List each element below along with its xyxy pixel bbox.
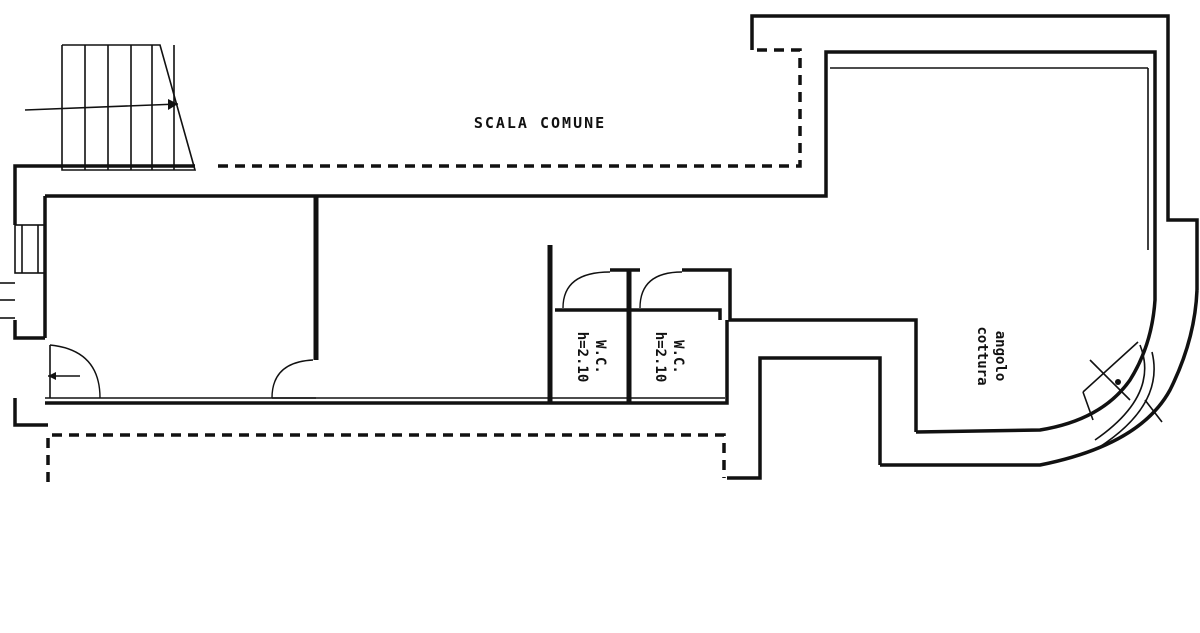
window-curved-2 bbox=[1097, 351, 1155, 449]
wc2-door bbox=[639, 271, 683, 309]
common-area-boundary-top bbox=[218, 48, 802, 168]
corner-label-line1: angolo bbox=[992, 331, 1008, 382]
curved-corner-wall bbox=[915, 240, 1157, 434]
room-door bbox=[271, 359, 316, 399]
corridor-wall-top bbox=[45, 50, 1157, 240]
wc2-name: W.C. bbox=[670, 340, 686, 374]
kitchen-outer-step bbox=[727, 356, 882, 480]
entrance-door bbox=[48, 344, 101, 399]
wc2-height: h=2.10 bbox=[652, 332, 668, 383]
outer-wall-lower-left bbox=[13, 320, 45, 340]
wc1-name: W.C. bbox=[592, 340, 608, 374]
wc1-height: h=2.10 bbox=[574, 332, 590, 383]
stair-label: SCALA COMUNE bbox=[474, 114, 606, 132]
left-window bbox=[14, 224, 46, 274]
common-area-boundary-bottom bbox=[46, 433, 726, 482]
wc1-door bbox=[562, 271, 611, 309]
top-right-wall bbox=[750, 14, 1199, 290]
staircase bbox=[24, 44, 197, 171]
kitchen-inner-wall bbox=[682, 268, 918, 432]
wc-wall-top-2 bbox=[555, 308, 722, 320]
outer-wall-bottom-left bbox=[13, 398, 48, 427]
corner-label-line2: cottura bbox=[974, 326, 990, 385]
outer-wall-top bbox=[13, 164, 195, 225]
window-curved bbox=[1094, 344, 1146, 441]
corridor-wall-bottom bbox=[45, 320, 729, 405]
curved-outer-wall bbox=[880, 289, 1199, 467]
